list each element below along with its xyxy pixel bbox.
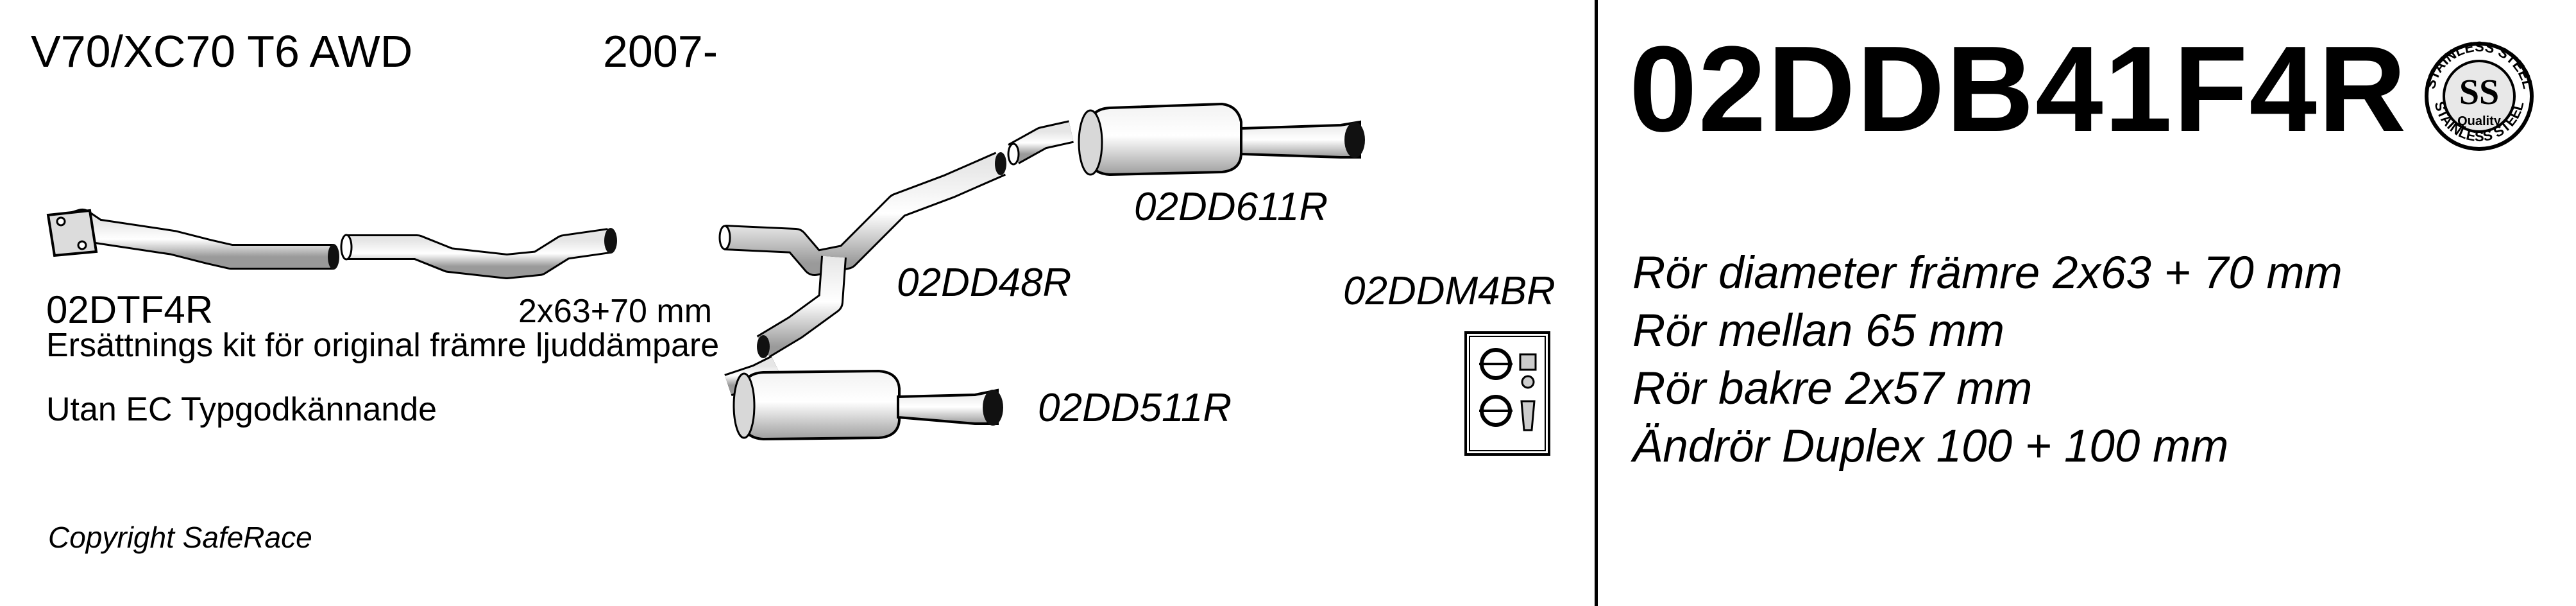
spec-rear-pipe: Rör bakre 2x57 mm (1632, 363, 2033, 414)
rear-lower-muffler-drawing (724, 355, 1003, 441)
spec-mid-pipe: Rör mellan 65 mm (1632, 306, 2004, 356)
front-pipe-drawing (46, 209, 617, 279)
kit-part-number: 02DDB41F4R (1629, 21, 2408, 157)
spec-tailpipe: Ändrör Duplex 100 + 100 mm (1632, 421, 2229, 472)
stainless-steel-logo: STAINLESS STEEL STAINLESS STEEL SS Quali… (2422, 39, 2536, 151)
front-pipe-description: Ersättnings kit för original främre ljud… (46, 327, 720, 364)
front-pipe-code: 02DTF4R (46, 288, 214, 331)
mid-section-code: 02DD48R (897, 261, 1072, 305)
model-year: 2007- (603, 26, 718, 76)
front-pipe-dimension: 2x63+70 mm (518, 293, 713, 330)
front-pipe-note: Utan EC Typgodkännande (46, 391, 437, 428)
mounting-kit-drawing (1464, 331, 1550, 456)
spec-front-pipe: Rör diameter främre 2x63 + 70 mm (1632, 248, 2343, 299)
logo-quality-text: Quality (2457, 114, 2502, 128)
copyright-notice: Copyright SafeRace (48, 521, 312, 554)
rear-upper-muffler-code: 02DD611R (1134, 185, 1328, 229)
rear-lower-muffler-code: 02DD511R (1038, 386, 1232, 430)
logo-center-text: SS (2459, 73, 2499, 112)
vehicle-model: V70/XC70 T6 AWD (31, 26, 413, 76)
mid-section-drawing (718, 152, 1006, 358)
rear-upper-muffler-drawing (1007, 102, 1365, 177)
mounting-kit-code: 02DDM4BR (1343, 269, 1555, 313)
section-divider (1595, 0, 1598, 606)
